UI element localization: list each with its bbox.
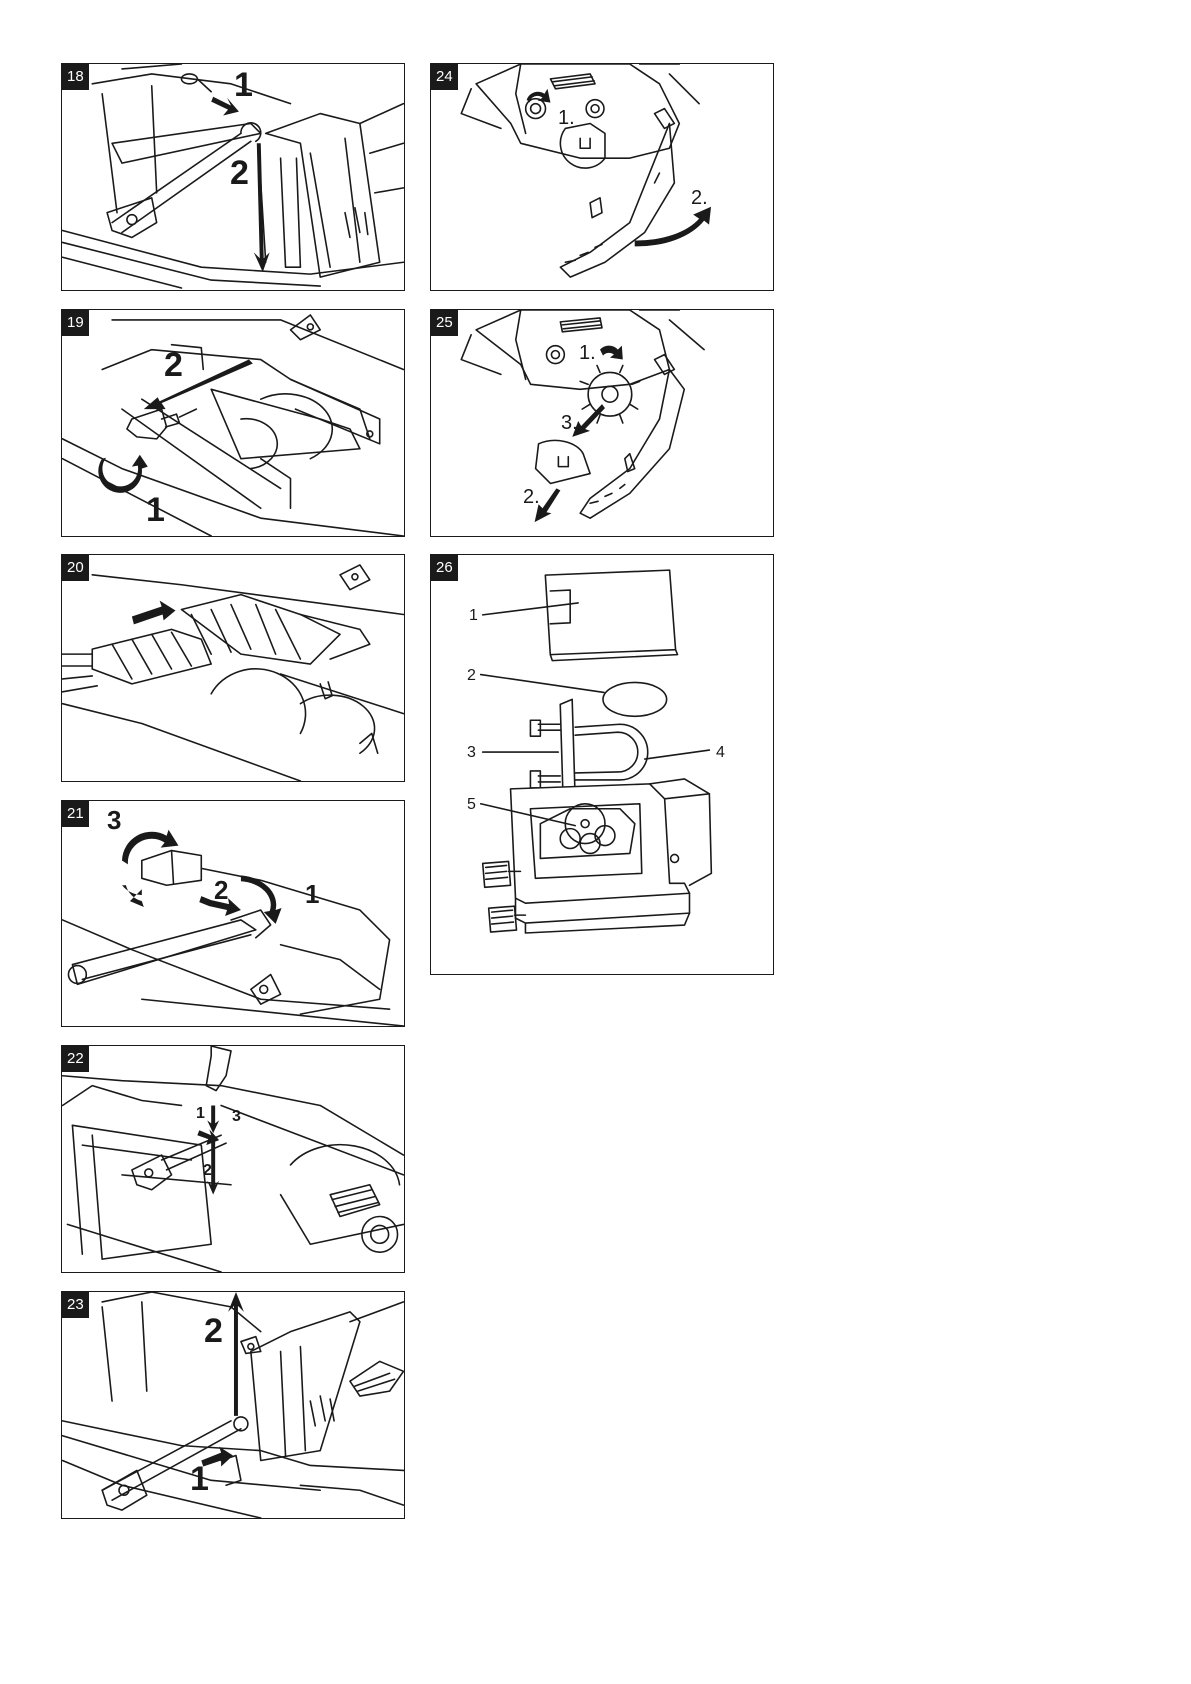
figure-number: 23 [62, 1292, 89, 1318]
figure-21: 21 3 2 1 [61, 800, 405, 1027]
callout-2: 2 [203, 1163, 212, 1179]
figure-19: 19 2 1 [61, 309, 405, 537]
figure-25: 25 1. 3. 2. [430, 309, 774, 537]
callout-3: 3 [107, 807, 121, 833]
figure-number: 22 [62, 1046, 89, 1072]
figure-18: 18 1 2 [61, 63, 405, 291]
figure-number: 26 [431, 555, 458, 581]
illustration-cable-connector-step-20 [62, 555, 404, 781]
callout-3: 3. [561, 413, 578, 433]
figure-22: 22 1 3 2 [61, 1045, 405, 1273]
callout-2: 2 [204, 1314, 223, 1348]
figure-number: 18 [62, 64, 89, 90]
part-number-4: 4 [716, 745, 725, 761]
callout-1: 1 [305, 881, 319, 907]
illustration-pump-parts-exploded-view-26 [431, 555, 773, 974]
callout-1: 1 [190, 1462, 209, 1496]
illustration-brush-removal-step-25 [431, 310, 773, 536]
illustration-handle-fold-step-22 [62, 1046, 404, 1272]
figure-number: 25 [431, 310, 458, 336]
figure-number: 20 [62, 555, 89, 581]
callout-2: 2. [523, 487, 540, 507]
illustration-handle-lift-step-23 [62, 1292, 404, 1518]
figure-number: 19 [62, 310, 89, 336]
part-number-1: 1 [469, 608, 478, 624]
figure-24: 24 1. 2. [430, 63, 774, 291]
callout-1: 1. [579, 343, 596, 363]
callout-1: 1 [146, 493, 165, 527]
callout-2: 2 [230, 156, 249, 190]
callout-2: 2 [164, 348, 183, 382]
figure-26: 26 [430, 554, 774, 975]
callout-1: 1. [558, 108, 575, 128]
figure-number: 24 [431, 64, 458, 90]
figure-number: 21 [62, 801, 89, 827]
callout-2: 2. [691, 188, 708, 208]
callout-1: 1 [196, 1106, 205, 1122]
figure-20: 20 [61, 554, 405, 782]
illustration-knob-removal-step-19 [62, 310, 404, 536]
callout-1: 1 [234, 68, 253, 102]
part-number-3: 3 [467, 745, 476, 761]
part-number-5: 5 [467, 797, 476, 813]
callout-2: 2 [214, 877, 228, 903]
callout-3: 3 [232, 1109, 241, 1125]
figure-23: 23 2 1 [61, 1291, 405, 1519]
part-number-2: 2 [467, 668, 476, 684]
illustration-bracket-removal-step-24 [431, 64, 773, 290]
